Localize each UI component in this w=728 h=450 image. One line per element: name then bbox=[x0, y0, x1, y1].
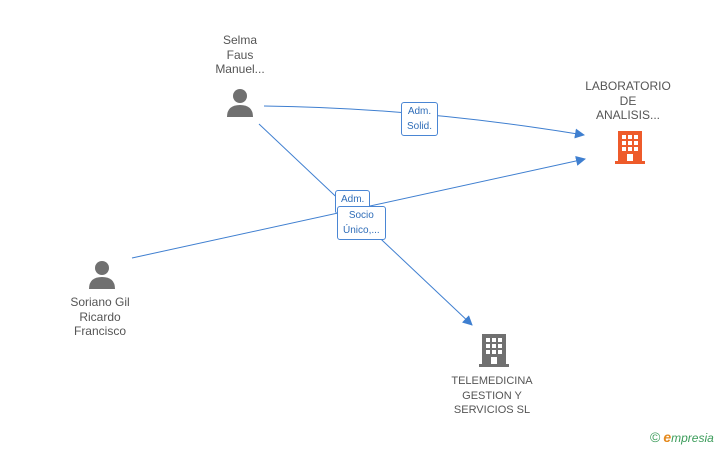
brand-initial: e bbox=[663, 429, 672, 445]
node-selma-line-1: Selma bbox=[222, 33, 257, 47]
node-telemedicina-label[interactable]: TELEMEDICINA GESTION Y SERVICIOS SL bbox=[436, 374, 548, 418]
building-icon[interactable] bbox=[479, 333, 509, 367]
brand-name: mpresia bbox=[671, 431, 714, 445]
edge-label-line-1: Socio bbox=[348, 210, 374, 221]
node-telemedicina-line-2: GESTION Y bbox=[462, 389, 522, 402]
person-icon[interactable] bbox=[226, 88, 254, 118]
node-laboratorio-line-3: ANALISIS... bbox=[595, 108, 661, 122]
edge-label-selma-telemedicina[interactable]: Socio Único,... bbox=[337, 206, 386, 240]
node-telemedicina-line-3: SERVICIOS SL bbox=[453, 404, 531, 416]
node-soriano-line-3: Francisco bbox=[73, 324, 126, 338]
empresia-watermark: ©empresia bbox=[650, 429, 714, 445]
edge-label-line-1: Adm. bbox=[407, 106, 432, 117]
building-icon[interactable] bbox=[615, 130, 645, 164]
node-soriano-line-1: Soriano Gil bbox=[70, 295, 130, 309]
copyright-symbol: © bbox=[650, 429, 661, 445]
edge-label-line-2: Único,... bbox=[343, 225, 380, 236]
node-telemedicina-line-1: TELEMEDICINA bbox=[451, 375, 533, 387]
person-icon[interactable] bbox=[88, 260, 116, 290]
edge-label-line-2: Solid. bbox=[407, 121, 433, 132]
edge-label-selma-laboratorio[interactable]: Adm. Solid. bbox=[401, 102, 439, 136]
edge-label-line-1: Adm. bbox=[341, 194, 365, 205]
node-selma-line-2: Faus bbox=[226, 47, 254, 62]
node-laboratorio-label[interactable]: LABORATORIO DE ANALISIS... bbox=[572, 79, 684, 123]
node-selma-label[interactable]: Selma Faus Manuel... bbox=[200, 33, 280, 77]
node-selma-line-3: Manuel... bbox=[215, 62, 265, 76]
node-laboratorio-line-2: DE bbox=[619, 93, 637, 108]
node-soriano-label[interactable]: Soriano Gil Ricardo Francisco bbox=[50, 295, 150, 339]
node-soriano-line-2: Ricardo bbox=[79, 309, 121, 324]
node-laboratorio-line-1: LABORATORIO bbox=[585, 79, 671, 93]
